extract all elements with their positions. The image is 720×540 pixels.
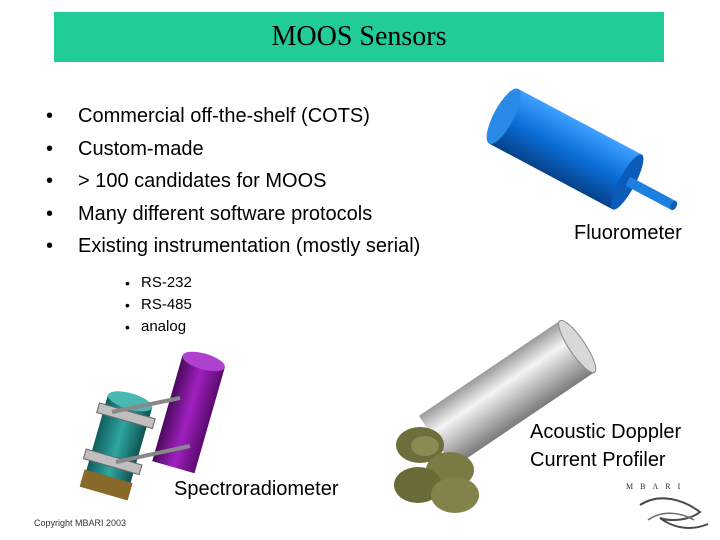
fluorometer-label: Fluorometer	[574, 222, 682, 244]
adcp-label: Acoustic Doppler Current Profiler	[530, 418, 681, 474]
sub-bullet-list: RS-232 RS-485 analog	[125, 272, 192, 338]
slide-title: MOOS Sensors	[271, 21, 447, 52]
bullet-item: > 100 candidates for MOOS	[44, 165, 420, 198]
adcp-image	[394, 319, 597, 513]
mbari-logo	[639, 497, 709, 529]
spectroradiometer-label: Spectroradiometer	[174, 478, 339, 500]
copyright-text: Copyright MBARI 2003	[34, 518, 127, 528]
sub-bullet-item: RS-485	[125, 294, 192, 316]
sub-bullet-item: RS-232	[125, 272, 192, 294]
bullet-item: Commercial off-the-shelf (COTS)	[44, 100, 420, 133]
logo-text: MBARI	[626, 482, 688, 491]
bullet-item: Existing instrumentation (mostly serial)	[44, 230, 420, 263]
fluorometer-image	[486, 88, 678, 211]
slide-title-bar: MOOS Sensors	[54, 12, 664, 62]
sub-bullet-item: analog	[125, 316, 192, 338]
adcp-label-line2: Current Profiler	[530, 449, 666, 471]
bullet-item: Custom-made	[44, 133, 420, 166]
spectroradiometer-image	[79, 351, 225, 501]
adcp-label-line1: Acoustic Doppler	[530, 421, 682, 443]
bullet-item: Many different software protocols	[44, 198, 420, 231]
bullet-list: Commercial off-the-shelf (COTS) Custom-m…	[44, 100, 420, 263]
